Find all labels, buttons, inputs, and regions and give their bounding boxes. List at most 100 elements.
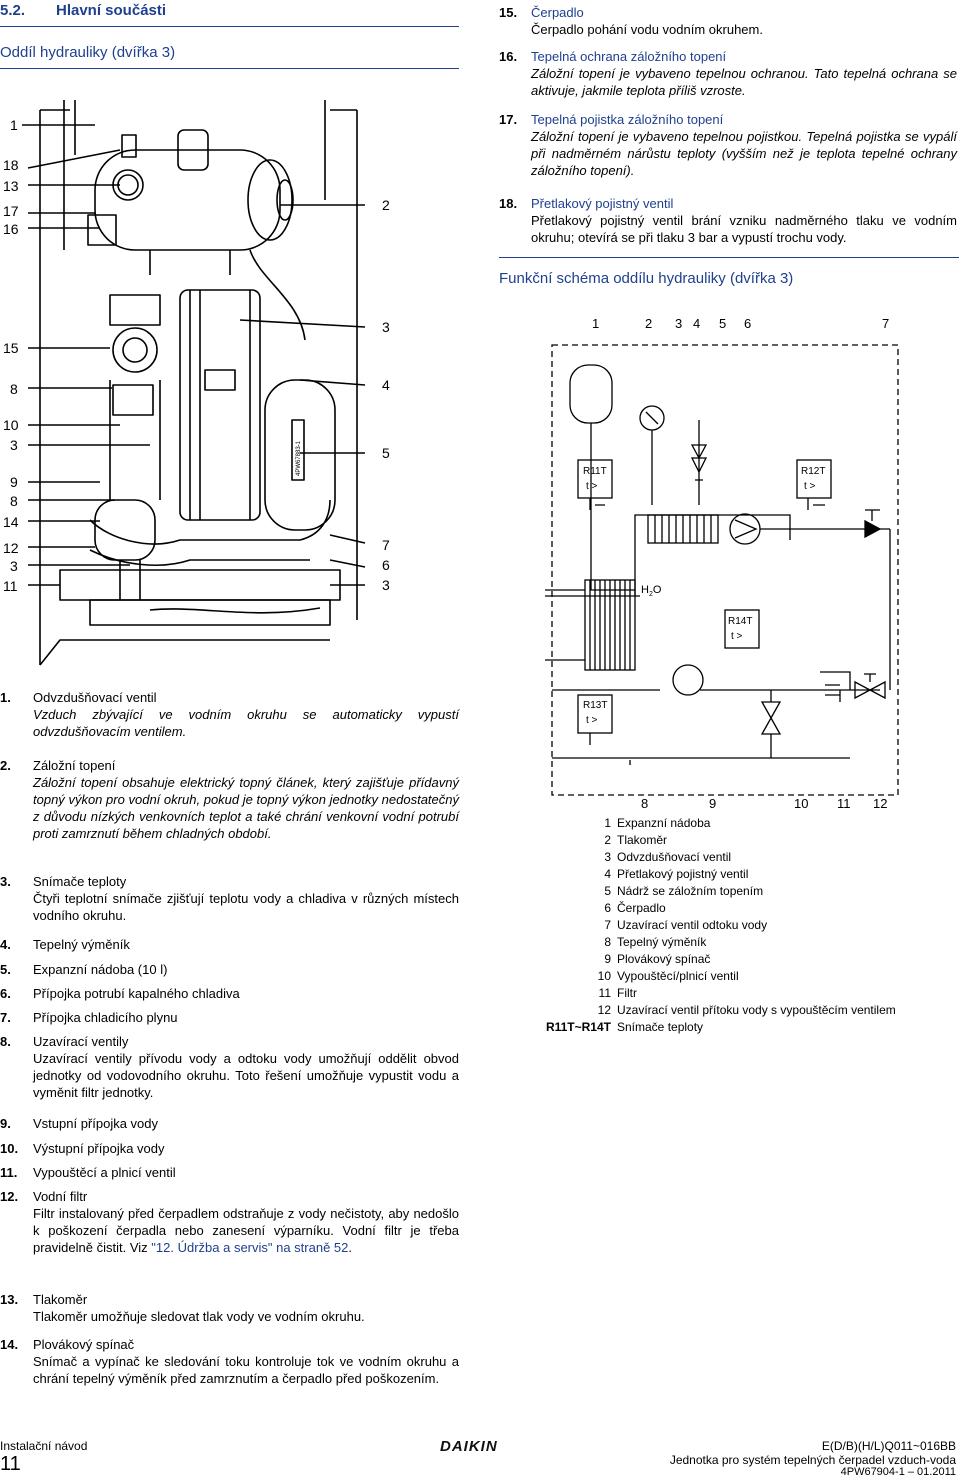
schema-num-10: 10 bbox=[794, 796, 809, 811]
callout-4: 4 bbox=[382, 377, 390, 393]
sensor-r14t-t: t > bbox=[731, 631, 743, 642]
sensor-r13t-t: t > bbox=[586, 715, 598, 726]
callout-10: 10 bbox=[3, 417, 19, 433]
footer-docnum: 4PW67904-1 – 01.2011 bbox=[840, 1466, 956, 1478]
callout-14: 14 bbox=[3, 514, 19, 530]
callout-11: 11 bbox=[3, 578, 18, 594]
schema-num-3: 3 bbox=[675, 316, 683, 331]
legend-value: Plovákový spínač bbox=[617, 952, 711, 966]
callout-8a: 8 bbox=[10, 381, 18, 397]
sensor-r12t-t: t > bbox=[804, 481, 816, 492]
footer-model: E(D/B)(H/L)Q011~016BB bbox=[821, 1439, 956, 1453]
legend-key: 5 bbox=[604, 884, 611, 898]
legend-row: 12 Uzavírací ventil přítoku vody s vypouš… bbox=[598, 1003, 896, 1018]
footer-manual: Instalační návod bbox=[0, 1439, 88, 1453]
sticker-text: 4PW67883-1 bbox=[296, 440, 302, 476]
schema-num-7: 7 bbox=[882, 316, 890, 331]
legend-row: 5 Nádrž se záložním topením bbox=[604, 884, 764, 899]
callout-2: 2 bbox=[382, 197, 390, 213]
callout-1: 1 bbox=[10, 117, 18, 133]
h2o-label: H2O bbox=[641, 584, 662, 599]
callout-5: 5 bbox=[382, 445, 390, 461]
callout-9: 9 bbox=[10, 474, 18, 490]
sensor-r12t: R12T bbox=[801, 466, 826, 477]
callout-3b: 3 bbox=[10, 558, 18, 574]
callout-3c: 3 bbox=[382, 319, 390, 335]
callout-16: 16 bbox=[3, 221, 19, 237]
legend-value: Čerpadlo bbox=[617, 901, 666, 915]
legend-value: Expanzní nádoba bbox=[617, 816, 711, 830]
legend-value: Snímače teploty bbox=[617, 1020, 704, 1034]
legend-key: 9 bbox=[604, 952, 611, 966]
schema-num-4: 4 bbox=[693, 316, 701, 331]
footer-description: Jednotka pro systém tepelných čerpadel v… bbox=[669, 1453, 956, 1467]
legend-row: R11T~R14T Snímače teploty bbox=[546, 1020, 704, 1035]
subtitle-rule bbox=[0, 68, 459, 69]
legend-value: Uzavírací ventil přítoku vody s vypouště… bbox=[617, 1003, 896, 1017]
list-item-5: 5.Expanzní nádoba (10 l) bbox=[0, 962, 168, 977]
section-title: Hlavní součásti bbox=[56, 2, 167, 19]
schema-title: Funkční schéma oddílu hydrauliky (dvířka… bbox=[499, 270, 794, 287]
link-maintenance[interactable]: "12. Údržba a servis" na straně 52 bbox=[151, 1240, 349, 1255]
list-item-10: 10.Výstupní přípojka vody bbox=[0, 1141, 165, 1156]
legend-row: 4 Přetlakový pojistný ventil bbox=[604, 867, 749, 882]
legend-key: 10 bbox=[597, 969, 611, 983]
callout-8b: 8 bbox=[10, 493, 18, 509]
legend-key: 12 bbox=[597, 1003, 611, 1017]
schema-num-2: 2 bbox=[645, 316, 653, 331]
callout-12: 12 bbox=[3, 540, 19, 556]
list-item-7: 7.Přípojka chladicího plynu bbox=[0, 1010, 178, 1025]
list-item-6: 6.Přípojka potrubí kapalného chladiva bbox=[0, 986, 240, 1001]
section-number: 5.2. bbox=[0, 2, 26, 19]
legend-key: R11T~R14T bbox=[545, 1020, 611, 1034]
callout-7: 7 bbox=[382, 537, 390, 553]
callout-13: 13 bbox=[3, 178, 19, 194]
legend-value: Uzavírací ventil odtoku vody bbox=[617, 918, 768, 932]
legend-key: 1 bbox=[604, 816, 611, 830]
schema-num-9: 9 bbox=[709, 796, 717, 811]
daikin-logo: DAIKIN bbox=[440, 1438, 498, 1455]
schema-num-8: 8 bbox=[641, 796, 649, 811]
callout-17: 17 bbox=[3, 203, 19, 219]
legend-key: 2 bbox=[604, 833, 611, 847]
legend-key: 8 bbox=[604, 935, 611, 949]
legend-key: 3 bbox=[604, 850, 611, 864]
legend-key: 4 bbox=[604, 867, 611, 881]
legend-value: Přetlakový pojistný ventil bbox=[617, 867, 749, 881]
legend-row: 1 Expanzní nádoba bbox=[604, 816, 711, 831]
callout-15: 15 bbox=[3, 340, 19, 356]
left-subtitle: Oddíl hydrauliky (dvířka 3) bbox=[0, 44, 176, 61]
legend-key: 11 bbox=[598, 986, 611, 1000]
legend-row: 6 Čerpadlo bbox=[604, 901, 666, 916]
list-item-9: 9.Vstupní přípojka vody bbox=[0, 1116, 159, 1131]
schema-rule bbox=[499, 257, 959, 258]
legend-key: 6 bbox=[604, 901, 611, 915]
callout-6: 6 bbox=[382, 557, 390, 573]
header-rule bbox=[0, 26, 459, 27]
legend-row: 2 Tlakoměr bbox=[604, 833, 668, 848]
schema-num-6: 6 bbox=[744, 316, 752, 331]
hydraulic-schema bbox=[545, 344, 899, 796]
schema-num-12: 12 bbox=[873, 796, 888, 811]
legend-value: Nádrž se záložním topením bbox=[617, 884, 764, 898]
list-item-4: 4.Tepelný výměník bbox=[0, 937, 130, 952]
sensor-r13t: R13T bbox=[583, 700, 608, 711]
hydraulics-illustration: 4PW67883-1 bbox=[22, 100, 366, 666]
legend-value: Tlakoměr bbox=[617, 833, 668, 847]
list-item-11: 11.Vypouštěcí a plnicí ventil bbox=[0, 1165, 176, 1180]
